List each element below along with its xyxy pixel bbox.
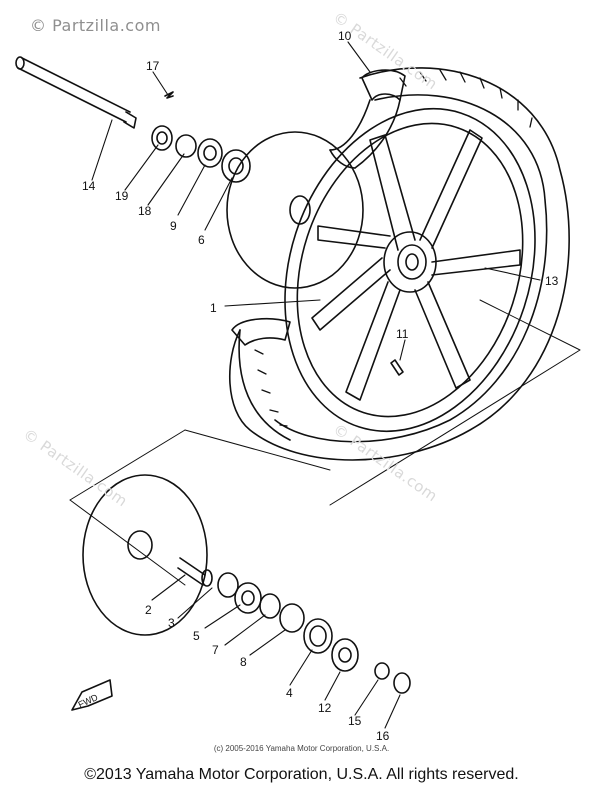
bearing-stack-left xyxy=(151,125,251,183)
cotter-pin xyxy=(164,91,174,99)
part-label-1: 1 xyxy=(210,301,217,315)
axle xyxy=(15,56,137,129)
part-label-10: 10 xyxy=(338,29,352,43)
part-label-8: 8 xyxy=(240,655,247,669)
part-label-2: 2 xyxy=(145,603,152,617)
part-label-13: 13 xyxy=(545,274,559,288)
part-label-14: 14 xyxy=(82,179,96,193)
brake-disc-lower xyxy=(82,474,208,636)
part-label-12: 12 xyxy=(318,701,332,715)
copyright-small: (c) 2005-2016 Yamaha Motor Corporation, … xyxy=(213,744,390,753)
part-label-9: 9 xyxy=(170,219,177,233)
part-label-15: 15 xyxy=(348,714,362,728)
hub xyxy=(383,231,437,293)
tire xyxy=(228,67,570,461)
fwd-arrow-icon xyxy=(71,679,113,711)
leader-lines xyxy=(91,41,541,729)
part-label-18: 18 xyxy=(138,204,152,218)
part-label-5: 5 xyxy=(193,629,200,643)
part-label-6: 6 xyxy=(198,233,205,247)
part-label-3: 3 xyxy=(168,616,175,630)
bearing-stack-lower xyxy=(177,557,411,694)
watermark-top-left: © Partzilla.com xyxy=(30,16,161,35)
valve-stem xyxy=(390,359,404,376)
rim xyxy=(284,107,536,433)
part-label-16: 16 xyxy=(376,729,390,743)
copyright-main: ©2013 Yamaha Motor Corporation, U.S.A. A… xyxy=(84,766,519,783)
part-label-7: 7 xyxy=(212,643,219,657)
part-label-4: 4 xyxy=(286,686,293,700)
brake-disc-upper xyxy=(226,131,364,289)
wheel-spokes xyxy=(311,129,521,401)
part-label-17: 17 xyxy=(146,59,160,73)
assembly-plane xyxy=(69,299,581,586)
tire-cutaway-bottom xyxy=(231,317,291,346)
part-label-11: 11 xyxy=(396,327,409,341)
part-label-19: 19 xyxy=(115,189,129,203)
